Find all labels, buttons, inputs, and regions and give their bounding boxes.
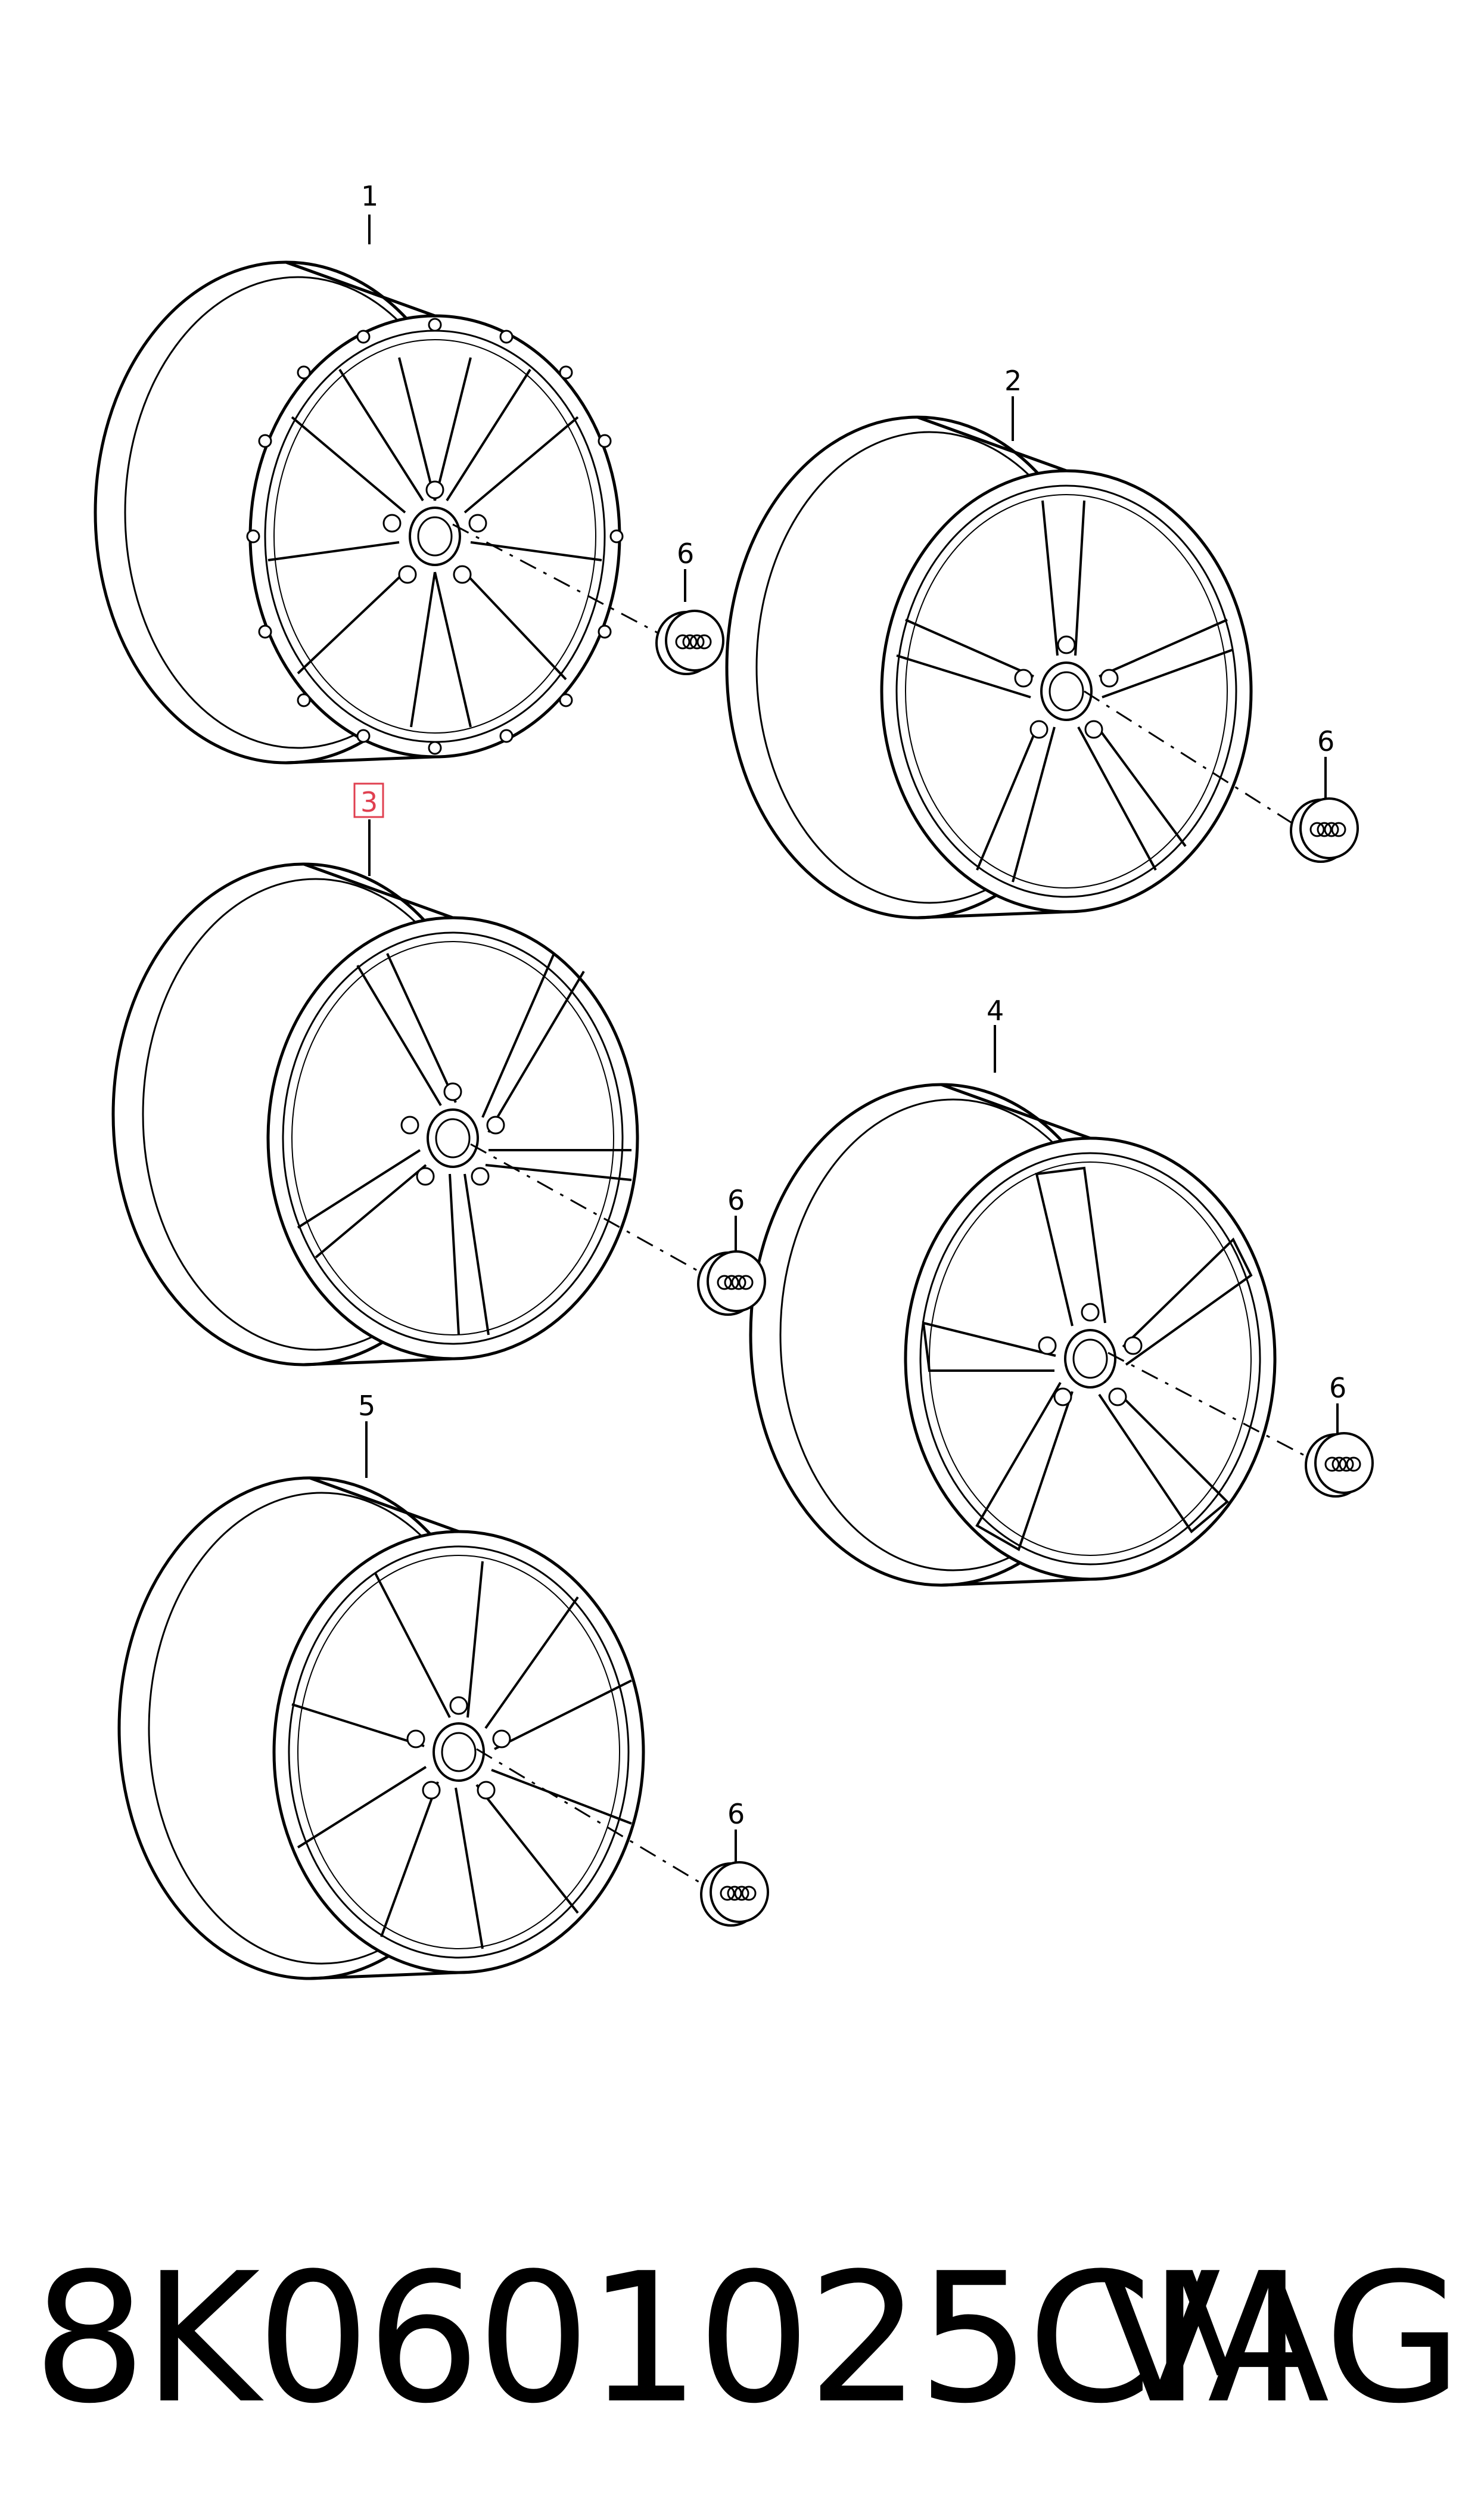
callout-6a: 6: [677, 538, 694, 570]
wheel-5-spokes: [291, 1561, 632, 1949]
callout-5: 5: [358, 1390, 375, 1422]
callout-6c: 6: [727, 1184, 745, 1216]
footer: 8K0601025CM VAG: [0, 2241, 1484, 2437]
callout-6b: 6: [1317, 725, 1334, 757]
brand-label: VAG: [1099, 2235, 1463, 2443]
callout-3: 3: [360, 786, 378, 818]
wheel-3: [113, 864, 637, 1365]
callout-6d: 6: [1329, 1372, 1346, 1404]
center-cap-5: [700, 1861, 769, 1927]
wheel-1-spokes: [267, 357, 602, 728]
wheel-1: [95, 262, 624, 763]
callout-3-highlight: [353, 782, 384, 818]
center-cap-2: [1290, 797, 1359, 863]
leader-lines: [365, 215, 1339, 1865]
wheel-1-rim-bolts: [246, 318, 624, 755]
callout-1: 1: [361, 180, 378, 212]
wheel-5: [119, 1478, 643, 1978]
wheel-4: [751, 1085, 1275, 1585]
wheel-2-spokes: [896, 500, 1234, 883]
center-cap-3: [697, 1250, 766, 1316]
wheel-3-spokes: [297, 953, 632, 1335]
wheel-4-spokes: [922, 1166, 1253, 1551]
callout-4: 4: [987, 995, 1004, 1027]
center-cap-1: [655, 610, 724, 675]
center-cap-4: [1305, 1432, 1374, 1498]
callout-6e: 6: [727, 1798, 745, 1830]
callout-2: 2: [1004, 365, 1022, 397]
part-number: 8K0601025CM: [33, 2235, 1303, 2443]
axis-lines: [452, 523, 1308, 1887]
wheel-parts-diagram: 1 2 3 4 5 6 6 6 6 6: [0, 180, 1374, 2205]
wheel-2: [727, 417, 1251, 918]
